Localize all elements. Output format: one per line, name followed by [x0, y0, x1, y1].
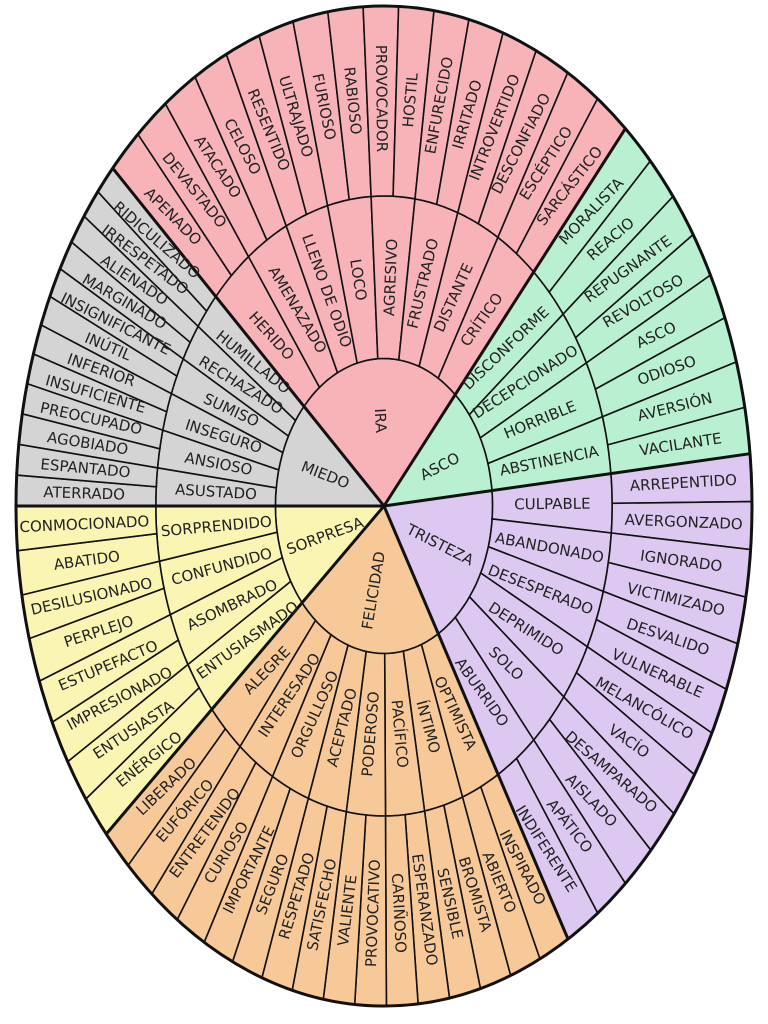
outer-label: HOSTIL: [399, 72, 422, 129]
wheel-segments: [14, 4, 754, 1008]
group-separator-tristeza: [383, 452, 751, 508]
outer-label: CONMOCIONADO: [19, 512, 149, 536]
wheel-rim: [14, 4, 754, 1008]
group-separator-felicidad: [382, 505, 570, 940]
group-separator-ira: [111, 167, 386, 507]
core-label-ira: IRA: [371, 408, 390, 434]
outer-label: CARIÑOSO: [388, 873, 411, 954]
mid-label: AGRESIVO: [380, 238, 401, 316]
group-separator-sorpresa: [105, 505, 386, 835]
outer-label: PROVOCATIVO: [362, 859, 384, 967]
group-separator-asco: [382, 127, 627, 507]
mid-label: CULPABLE: [514, 495, 590, 514]
outer-label: ATERRADO: [43, 483, 125, 504]
outer-label: AVERGONZADO: [624, 511, 743, 534]
outer-label: PROVOCADOR: [372, 45, 391, 152]
mid-label: ASUSTADO: [175, 480, 258, 503]
